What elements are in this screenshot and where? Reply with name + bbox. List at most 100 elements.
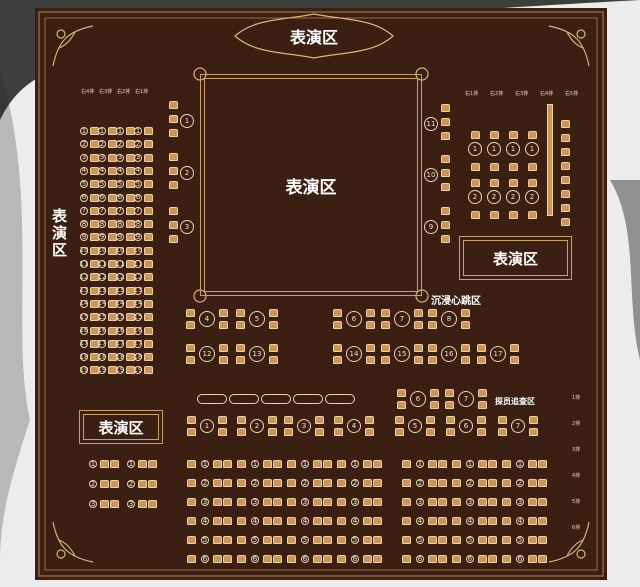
left-seat[interactable] — [144, 153, 153, 162]
seat[interactable] — [100, 480, 109, 488]
seat[interactable] — [263, 498, 272, 506]
left-row-number[interactable]: 12 — [79, 272, 89, 282]
seat[interactable] — [488, 555, 497, 563]
left-grid-table[interactable]: 1 — [127, 459, 135, 468]
table-heart_row1-3[interactable]: 7 — [394, 311, 410, 327]
table-det_row1-0[interactable]: 1 — [200, 419, 214, 433]
seat[interactable] — [213, 536, 222, 544]
seat[interactable] — [528, 517, 537, 525]
seat[interactable] — [488, 460, 497, 468]
seat[interactable] — [478, 460, 487, 468]
seat[interactable] — [138, 480, 147, 488]
seat[interactable] — [428, 479, 437, 487]
left-row-number[interactable]: 11 — [79, 259, 89, 268]
grid-table[interactable]: 6 — [351, 554, 359, 563]
seat[interactable] — [110, 480, 119, 488]
seat[interactable] — [502, 555, 511, 563]
right-strip-seat[interactable] — [561, 134, 570, 142]
left-seat[interactable] — [144, 220, 153, 229]
seat[interactable] — [395, 428, 404, 436]
right-strip-seat[interactable] — [561, 148, 570, 156]
seat[interactable] — [428, 536, 437, 544]
grid-table[interactable]: 1 — [516, 459, 524, 468]
seat[interactable] — [510, 356, 519, 364]
seat[interactable] — [169, 167, 178, 175]
right-strip-seat[interactable] — [561, 218, 570, 226]
seat[interactable] — [269, 344, 278, 352]
left-seat[interactable] — [144, 326, 153, 335]
seat[interactable] — [363, 479, 372, 487]
left-row-number[interactable]: 18 — [97, 352, 107, 362]
seat[interactable] — [441, 104, 450, 112]
seat[interactable] — [414, 321, 423, 329]
left-row-number[interactable]: 15 — [133, 312, 143, 322]
seat[interactable] — [186, 309, 195, 317]
seat[interactable] — [363, 498, 372, 506]
table-heart_row2-5[interactable]: 17 — [490, 346, 506, 362]
left-row-number[interactable]: 15 — [115, 312, 125, 322]
left-row-number[interactable]: 7 — [98, 206, 106, 215]
left-row-number[interactable]: 10 — [97, 246, 107, 255]
seat[interactable] — [438, 460, 447, 468]
left-row-number[interactable]: 8 — [80, 219, 88, 229]
seat[interactable] — [237, 555, 246, 563]
seat[interactable] — [509, 179, 518, 187]
seat[interactable] — [187, 536, 196, 544]
seat[interactable] — [138, 460, 147, 468]
seat[interactable] — [333, 356, 342, 364]
right-strip-seat[interactable] — [561, 162, 570, 170]
seat[interactable] — [510, 344, 519, 352]
seat[interactable] — [218, 428, 227, 436]
seat[interactable] — [528, 498, 537, 506]
seat[interactable] — [478, 517, 487, 525]
left-row-number[interactable]: 16 — [97, 326, 107, 335]
left-seat[interactable] — [144, 206, 153, 215]
seat[interactable] — [426, 428, 435, 436]
seat[interactable] — [273, 460, 282, 468]
left-row-number[interactable]: 16 — [79, 326, 89, 335]
seat[interactable] — [502, 479, 511, 487]
table-heart_row2-2[interactable]: 14 — [346, 346, 362, 362]
left-seat[interactable] — [144, 286, 153, 295]
right-lower-table-2[interactable]: 2 — [506, 190, 520, 204]
seat[interactable] — [269, 321, 278, 329]
seat[interactable] — [213, 517, 222, 525]
seat[interactable] — [402, 555, 411, 563]
seat[interactable] — [441, 183, 450, 191]
seat[interactable] — [441, 155, 450, 163]
left-row-number[interactable]: 13 — [97, 286, 107, 295]
table-det_row1-3[interactable]: 4 — [347, 419, 361, 433]
left-row-number[interactable]: 11 — [115, 259, 125, 268]
seat[interactable] — [169, 181, 178, 189]
seat[interactable] — [488, 536, 497, 544]
grid-table[interactable]: 6 — [301, 554, 309, 563]
seat[interactable] — [430, 401, 439, 409]
seat[interactable] — [169, 235, 178, 243]
seat[interactable] — [490, 179, 499, 187]
seat[interactable] — [477, 428, 486, 436]
seat[interactable] — [169, 153, 178, 161]
seat[interactable] — [538, 479, 547, 487]
left-seat[interactable] — [144, 260, 153, 268]
seat[interactable] — [187, 498, 196, 506]
seat[interactable] — [323, 517, 332, 525]
grid-table[interactable]: 3 — [516, 497, 524, 506]
seat[interactable] — [461, 356, 470, 364]
seat[interactable] — [323, 498, 332, 506]
left-seat[interactable] — [144, 166, 153, 175]
left-row-number[interactable]: 5 — [134, 179, 142, 189]
seat[interactable] — [213, 479, 222, 487]
seat[interactable] — [219, 309, 228, 317]
seat[interactable] — [110, 500, 119, 508]
table-heart_row2-3[interactable]: 15 — [394, 346, 410, 362]
left-grid-table[interactable]: 3 — [89, 499, 97, 508]
grid-table[interactable]: 1 — [466, 459, 474, 468]
left-row-number[interactable]: 11 — [133, 259, 143, 268]
right-strip-seat[interactable] — [561, 204, 570, 212]
seat[interactable] — [478, 479, 487, 487]
seat[interactable] — [100, 500, 109, 508]
seat[interactable] — [186, 344, 195, 352]
seat[interactable] — [428, 321, 437, 329]
seat[interactable] — [263, 555, 272, 563]
grid-table[interactable]: 5 — [301, 535, 309, 544]
